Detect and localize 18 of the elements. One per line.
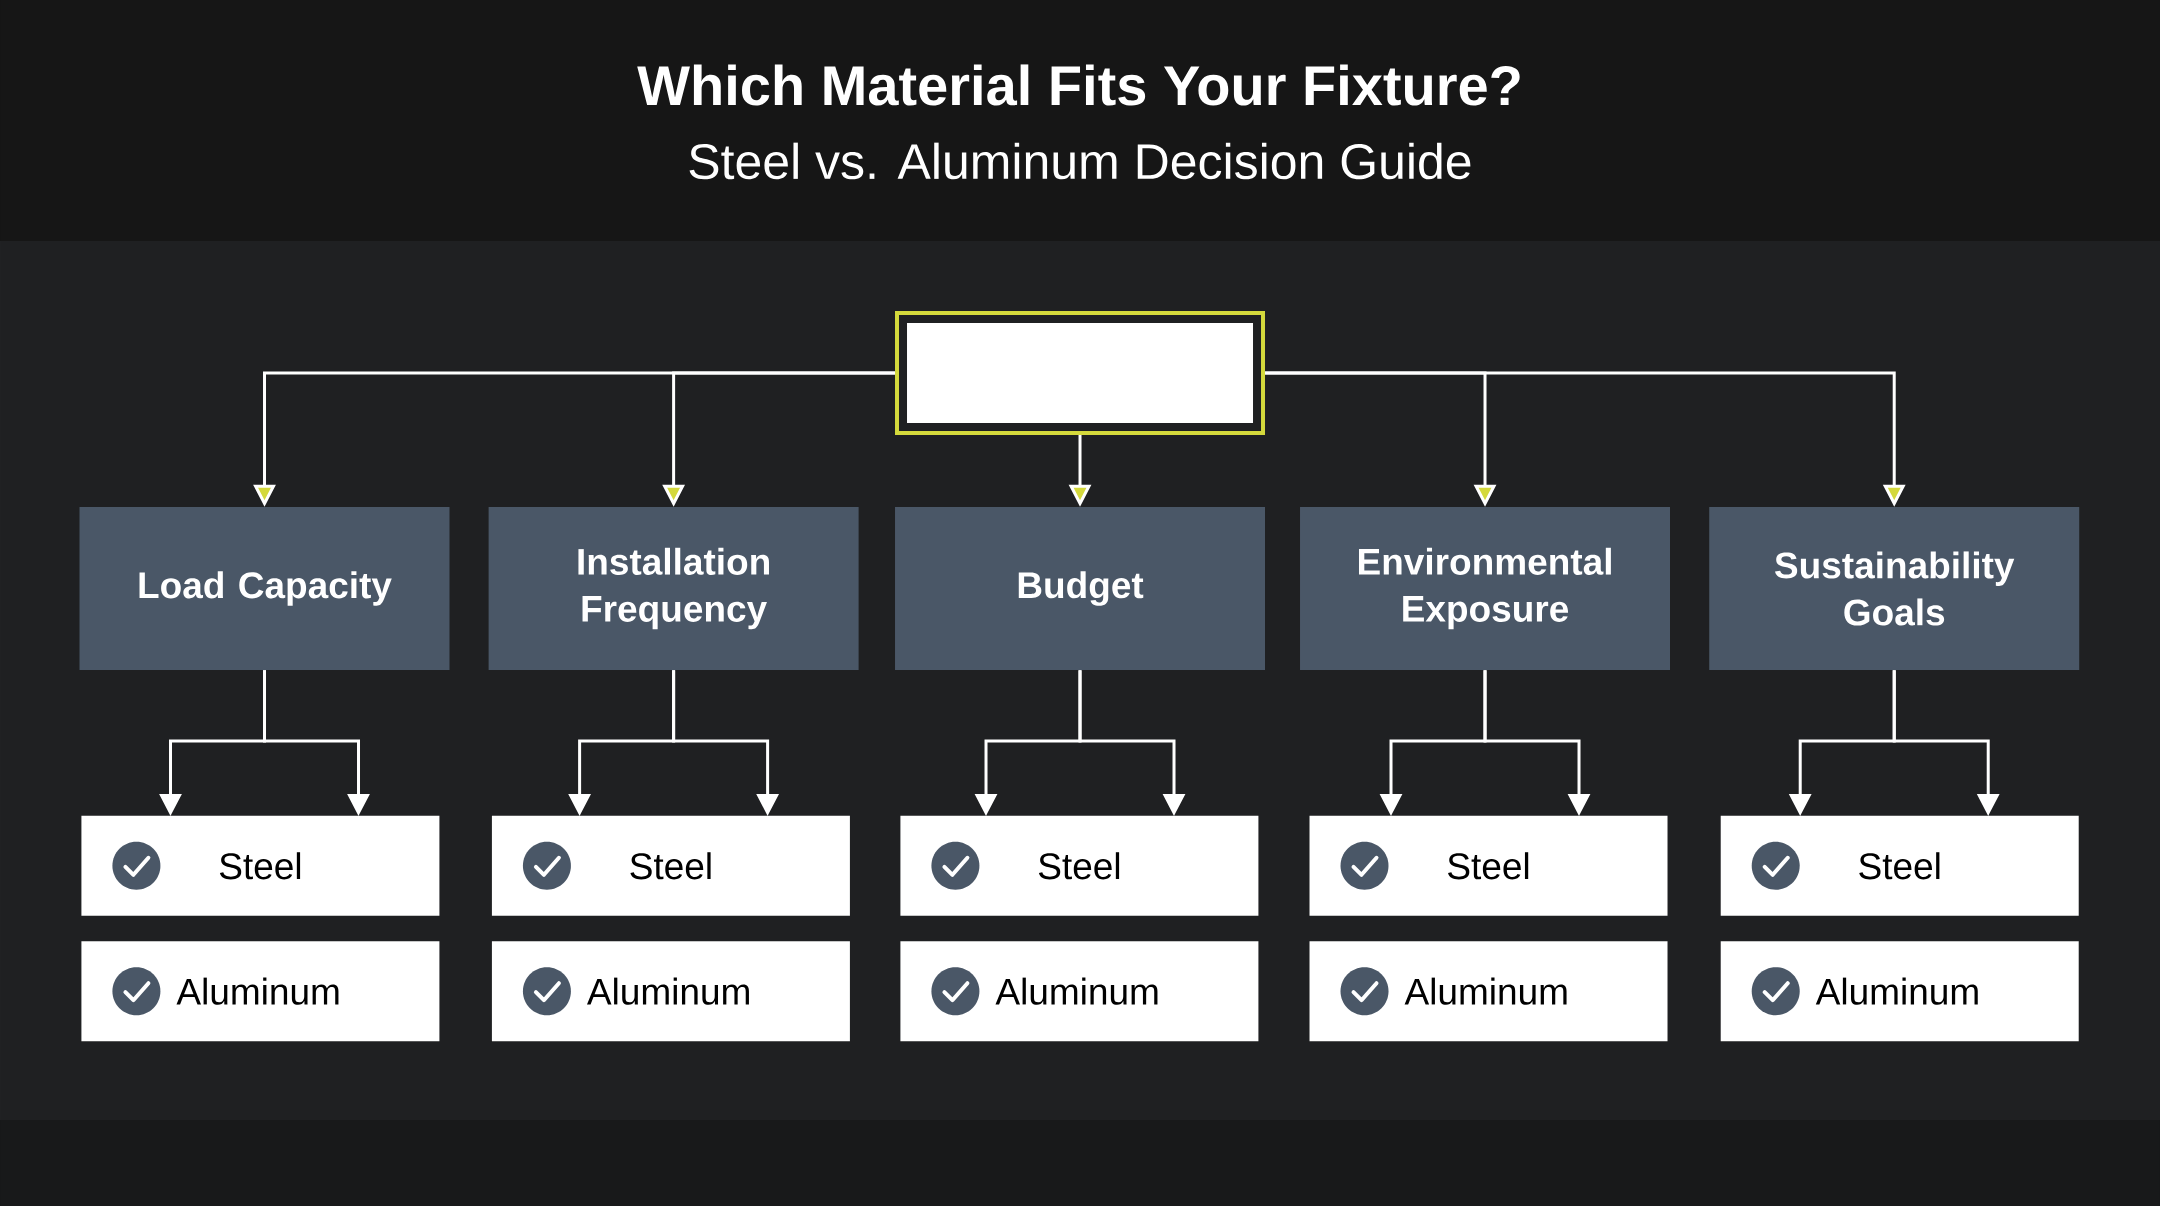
option-box: Aluminum	[900, 941, 1259, 1042]
option-box: Steel	[1309, 815, 1668, 916]
option-box: Aluminum	[1309, 941, 1668, 1042]
criterion-box: Installation Frequency	[488, 507, 859, 670]
criterion-box: Budget	[895, 507, 1265, 670]
option-box: Steel	[491, 815, 850, 916]
root-box	[895, 311, 1265, 435]
subtitle: Steel vs. Aluminum Decision Guide	[689, 142, 1471, 180]
option-box: Aluminum	[491, 941, 850, 1042]
title: Which Material Fits Your Fixture?	[637, 64, 1520, 106]
option-box: Steel	[900, 815, 1259, 916]
criterion-box: Sustainability Goals	[1709, 507, 2080, 670]
option-box: Steel	[1720, 815, 2079, 916]
option-box: Aluminum	[81, 941, 440, 1042]
criterion-box: Environmental Exposure	[1300, 507, 1670, 670]
criterion-box: Load Capacity	[79, 507, 450, 670]
option-box: Aluminum	[1720, 941, 2079, 1042]
option-box: Steel	[81, 815, 440, 916]
